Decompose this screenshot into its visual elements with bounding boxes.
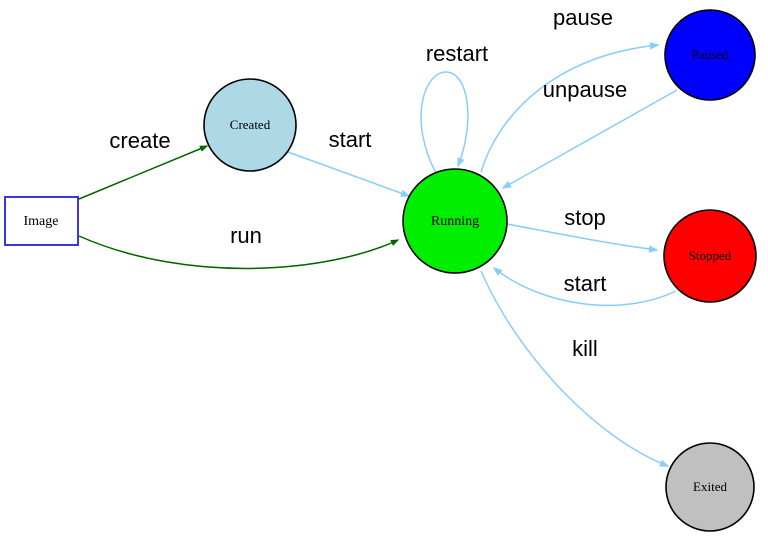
edge-start-stopped-path bbox=[492, 266, 677, 307]
node-stopped-circle[interactable] bbox=[663, 209, 757, 303]
edge-pause-path bbox=[480, 42, 660, 173]
edge-label-create: create bbox=[109, 128, 170, 153]
node-running-circle[interactable] bbox=[402, 168, 508, 274]
edge-label-restart: restart bbox=[426, 41, 488, 66]
edge-label-start-stopped: start bbox=[564, 271, 607, 296]
edge-label-kill: kill bbox=[572, 336, 598, 361]
node-exited-circle[interactable] bbox=[665, 442, 755, 532]
edge-stop-path bbox=[506, 223, 659, 253]
edge-kill-path bbox=[480, 270, 670, 467]
edge-create: create bbox=[78, 128, 209, 200]
node-image-rect[interactable] bbox=[4, 196, 79, 246]
edge-run-path bbox=[78, 235, 400, 270]
node-image-label: Image bbox=[24, 214, 59, 229]
node-stopped[interactable]: Stopped bbox=[663, 209, 757, 303]
edge-label-pause: pause bbox=[553, 5, 613, 30]
node-exited[interactable]: Exited bbox=[665, 442, 755, 532]
node-image[interactable]: Image bbox=[4, 196, 79, 246]
node-running[interactable]: Running bbox=[402, 168, 508, 274]
edge-restart-path bbox=[420, 71, 469, 174]
edge-start-created-path bbox=[287, 151, 411, 197]
node-stopped-label: Stopped bbox=[689, 248, 732, 263]
node-paused-circle[interactable] bbox=[664, 9, 756, 101]
node-exited-label: Exited bbox=[693, 479, 727, 494]
edge-pause: pause bbox=[480, 5, 660, 173]
node-created-label: Created bbox=[230, 117, 271, 132]
edge-label-unpause: unpause bbox=[543, 77, 627, 102]
edge-label-stop: stop bbox=[564, 205, 606, 230]
edge-unpause-path bbox=[501, 89, 678, 189]
node-created[interactable]: Created bbox=[203, 78, 297, 172]
edge-create-path bbox=[78, 145, 209, 200]
node-paused[interactable]: Paused bbox=[664, 9, 756, 101]
edge-run: run bbox=[78, 223, 400, 270]
edge-start-stopped: start bbox=[492, 266, 677, 307]
nodes-layer: Image Created Running Paused Stopped bbox=[4, 9, 757, 532]
edge-stop: stop bbox=[506, 205, 659, 253]
edge-kill: kill bbox=[480, 270, 670, 467]
edge-unpause: unpause bbox=[501, 77, 678, 189]
node-paused-label: Paused bbox=[692, 47, 729, 62]
edge-label-run: run bbox=[230, 223, 262, 248]
node-running-label: Running bbox=[431, 214, 479, 229]
edge-label-start-created: start bbox=[329, 127, 372, 152]
edge-restart: restart bbox=[420, 41, 488, 174]
edge-start-created: start bbox=[287, 127, 411, 197]
node-created-circle[interactable] bbox=[203, 78, 297, 172]
edges-layer: create run start restart pause bbox=[78, 5, 678, 467]
